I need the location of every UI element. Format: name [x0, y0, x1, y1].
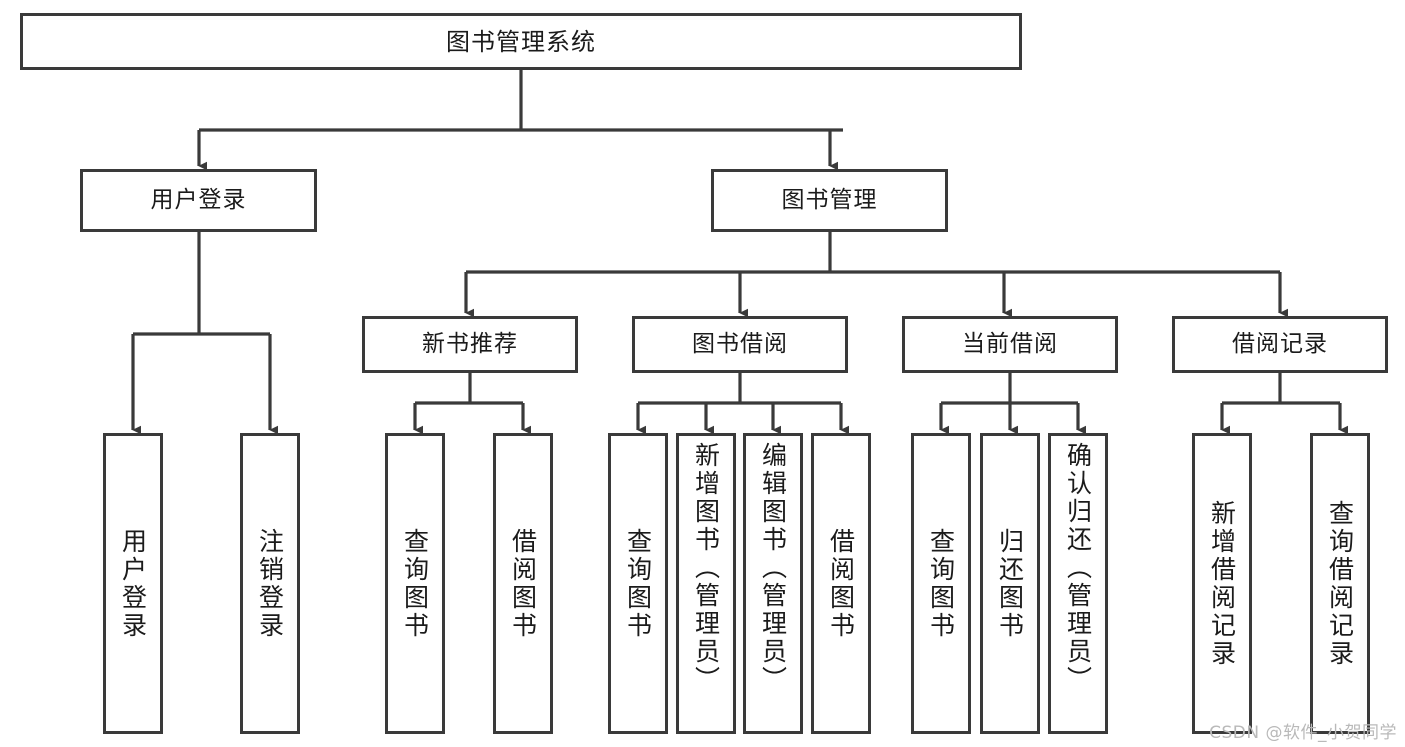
node-root-system-label: 图书管理系统 — [446, 27, 596, 56]
leaf-record-add-borrow-record[interactable]: 新增借阅记录 — [1192, 433, 1252, 734]
leaf-record-add-borrow-record-label: 新增借阅记录 — [1207, 499, 1237, 668]
node-book-manage[interactable]: 图书管理 — [711, 169, 948, 232]
leaf-current-confirm-return-admin[interactable]: 确认归还（管理员） — [1048, 433, 1108, 734]
leaf-current-query-book-label: 查询图书 — [926, 527, 956, 640]
leaf-recommend-borrow-book[interactable]: 借阅图书 — [493, 433, 553, 734]
watermark-text: CSDN @软件_小贺同学 — [1209, 723, 1397, 743]
leaf-current-query-book[interactable]: 查询图书 — [911, 433, 971, 734]
node-book-manage-label: 图书管理 — [781, 187, 878, 213]
leaf-current-return-book-label: 归还图书 — [995, 527, 1025, 640]
leaf-borrow-edit-book-admin[interactable]: 编辑图书（管理员） — [743, 433, 803, 734]
leaf-logout[interactable]: 注销登录 — [240, 433, 300, 734]
leaf-user-login-label: 用户登录 — [118, 527, 148, 640]
node-new-book-recommend-label: 新书推荐 — [422, 331, 518, 357]
leaf-borrow-add-book-admin[interactable]: 新增图书（管理员） — [676, 433, 736, 734]
leaf-record-query-borrow-record-label: 查询借阅记录 — [1325, 499, 1355, 668]
node-book-borrow-label: 图书借阅 — [692, 331, 788, 357]
node-current-borrow-label: 当前借阅 — [962, 331, 1058, 357]
leaf-borrow-query-book[interactable]: 查询图书 — [608, 433, 668, 734]
leaf-borrow-add-book-admin-label: 新增图书（管理员） — [691, 442, 721, 694]
leaf-borrow-do-borrow[interactable]: 借阅图书 — [811, 433, 871, 734]
node-current-borrow[interactable]: 当前借阅 — [902, 316, 1118, 373]
leaf-borrow-do-borrow-label: 借阅图书 — [826, 527, 856, 640]
leaf-current-return-book[interactable]: 归还图书 — [980, 433, 1040, 734]
leaf-recommend-query-book-label: 查询图书 — [400, 527, 430, 640]
leaf-recommend-query-book[interactable]: 查询图书 — [385, 433, 445, 734]
node-borrow-record-label: 借阅记录 — [1232, 331, 1328, 357]
node-user-login[interactable]: 用户登录 — [80, 169, 317, 232]
node-root-system[interactable]: 图书管理系统 — [20, 13, 1022, 70]
node-new-book-recommend[interactable]: 新书推荐 — [362, 316, 578, 373]
node-book-borrow[interactable]: 图书借阅 — [632, 316, 848, 373]
node-borrow-record[interactable]: 借阅记录 — [1172, 316, 1388, 373]
node-user-login-label: 用户登录 — [150, 187, 247, 213]
leaf-borrow-edit-book-admin-label: 编辑图书（管理员） — [758, 442, 788, 694]
leaf-current-confirm-return-admin-label: 确认归还（管理员） — [1063, 442, 1093, 694]
leaf-record-query-borrow-record[interactable]: 查询借阅记录 — [1310, 433, 1370, 734]
leaf-borrow-query-book-label: 查询图书 — [623, 527, 653, 640]
leaf-user-login[interactable]: 用户登录 — [103, 433, 163, 734]
leaf-logout-label: 注销登录 — [255, 527, 285, 640]
leaf-recommend-borrow-book-label: 借阅图书 — [508, 527, 538, 640]
